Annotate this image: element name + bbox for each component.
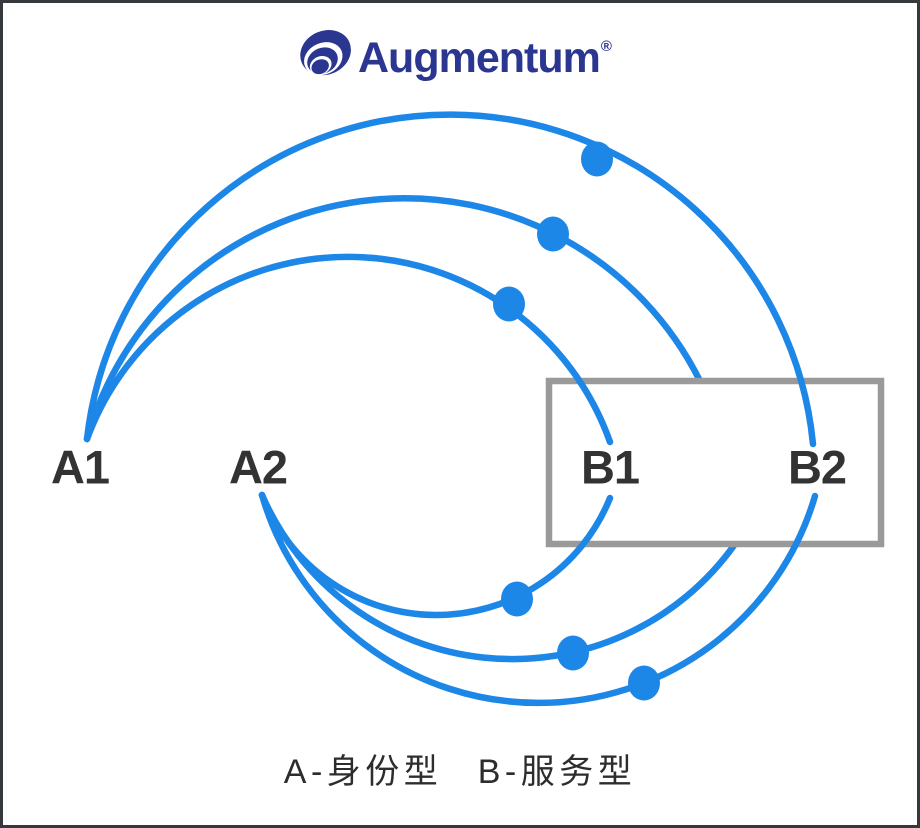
arc-a1-to-b2 [83,111,817,448]
legend: A-身份型 B-服务型 [3,752,917,792]
arc-marker-dot [628,665,660,701]
legend-b-type: B-服务型 [477,753,637,791]
augmentum-swirl-icon [300,29,351,76]
registered-trademark-symbol: ® [600,37,612,55]
legend-a-type: A-身份型 [283,753,443,791]
arc-marker-dot [493,286,525,322]
node-label-b1: B1 [580,440,640,494]
arc-a2-to-b2 [258,491,819,707]
node-label-b2: B2 [787,440,847,494]
relationship-arc-diagram [83,111,885,707]
node-label-a1: A1 [50,440,110,494]
node-label-a2: A2 [228,440,288,494]
arc-a1-to-b1 [83,253,614,446]
arc-marker-dot [501,581,533,617]
brand-logo: Augmentum® [298,29,612,82]
arc-marker-dot [537,216,569,252]
arc-a1-to-box [83,195,704,443]
arc-marker-dot [557,635,589,671]
brand-name: Augmentum [358,34,601,82]
arc-marker-dot [581,141,613,177]
brand-wordmark: Augmentum® [358,34,612,82]
arc-a2-to-b1 [258,491,614,619]
